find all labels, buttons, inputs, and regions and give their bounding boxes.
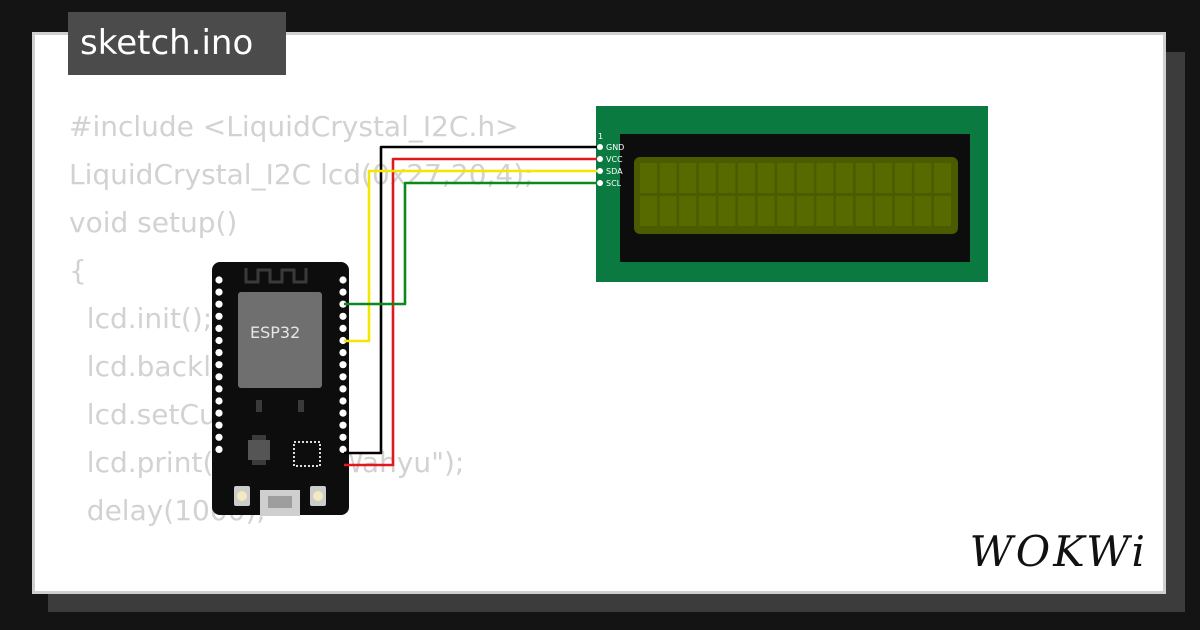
esp32-header-pin[interactable] bbox=[339, 409, 347, 417]
lcd-character-cell bbox=[836, 196, 853, 226]
lcd-character-cell bbox=[640, 196, 657, 226]
esp32-header-pin[interactable] bbox=[215, 349, 223, 357]
esp32-header-pin[interactable] bbox=[339, 300, 347, 308]
lcd-character-cell bbox=[777, 163, 795, 193]
esp32-header-pin[interactable] bbox=[339, 349, 347, 357]
lcd-character-cell bbox=[757, 163, 775, 193]
lcd-character-cell bbox=[816, 196, 834, 226]
lcd-character-cell bbox=[816, 163, 834, 193]
esp32-header-pin[interactable] bbox=[339, 276, 347, 284]
esp32-header-pin[interactable] bbox=[339, 361, 347, 369]
esp32-header-pin[interactable] bbox=[215, 300, 223, 308]
pin-label: SCL bbox=[606, 179, 622, 188]
lcd-character-cell bbox=[640, 163, 657, 193]
esp32-header-pin[interactable] bbox=[215, 288, 223, 296]
lcd-character-cell bbox=[679, 196, 697, 226]
esp32-header-pin[interactable] bbox=[215, 433, 223, 441]
lcd-character-cell bbox=[698, 163, 716, 193]
pin-index-label: 1 bbox=[598, 132, 603, 141]
wire-gnd bbox=[344, 145, 597, 455]
lcd-character-cell bbox=[659, 196, 677, 226]
esp32-header-pin[interactable] bbox=[215, 336, 223, 345]
esp32-header-pin[interactable] bbox=[339, 445, 347, 453]
esp32-header-pin[interactable] bbox=[215, 397, 223, 405]
esp32-header-pin[interactable] bbox=[215, 373, 223, 381]
lcd-character-cell bbox=[894, 196, 912, 226]
lcd-character-cell bbox=[777, 196, 795, 226]
esp32-module bbox=[238, 292, 322, 388]
lcd-character-cell bbox=[738, 163, 755, 193]
lcd-character-cell bbox=[914, 196, 932, 226]
lcd-character-cell bbox=[934, 163, 951, 193]
chip-label: ESP32 bbox=[250, 323, 300, 342]
esp32-header-pin[interactable] bbox=[339, 385, 347, 393]
pin-label: GND bbox=[606, 143, 624, 152]
lcd-pin-sda[interactable]: SDA bbox=[597, 167, 623, 176]
esp32-header-pin[interactable] bbox=[215, 385, 223, 393]
lcd-pin-scl[interactable]: SCL bbox=[597, 179, 622, 188]
lcd-character-cell bbox=[718, 196, 736, 226]
lcd-character-cell bbox=[757, 196, 775, 226]
lcd-character-grid bbox=[640, 163, 951, 226]
lcd-character-cell bbox=[738, 196, 755, 226]
esp32-header-pin[interactable] bbox=[339, 312, 347, 320]
esp32-header-pin[interactable] bbox=[215, 445, 223, 453]
lcd-pin-vcc[interactable]: VCC bbox=[597, 155, 623, 164]
lcd-character-cell bbox=[836, 163, 853, 193]
wires[interactable] bbox=[344, 145, 597, 467]
file-tab-label: sketch.ino bbox=[80, 23, 254, 63]
lcd-pin-gnd[interactable]: GND bbox=[597, 143, 624, 152]
lcd-character-cell bbox=[718, 163, 736, 193]
esp32-board[interactable]: ESP32 bbox=[212, 262, 349, 516]
lcd-character-cell bbox=[894, 163, 912, 193]
code-line: lcd.init(); bbox=[69, 302, 213, 335]
lcd-character-cell bbox=[875, 196, 893, 226]
code-line: LiquidCrystal_I2C lcd(0x27,20,4); bbox=[69, 158, 534, 191]
esp32-header-pin[interactable] bbox=[339, 288, 347, 296]
wokwi-logo: WOKWi bbox=[970, 528, 1148, 576]
logo-text: WOKWi bbox=[969, 527, 1148, 576]
code-line: void setup() bbox=[69, 206, 238, 239]
esp32-header-pin[interactable] bbox=[339, 397, 347, 405]
esp32-header-pin[interactable] bbox=[215, 421, 223, 429]
esp32-header-pin[interactable] bbox=[339, 324, 347, 332]
lcd-module[interactable]: 1 GND VCC SDA SCL bbox=[596, 106, 988, 282]
esp32-header-pin[interactable] bbox=[215, 324, 223, 332]
wire-vcc bbox=[344, 157, 597, 467]
esp32-header-pin[interactable] bbox=[339, 421, 347, 429]
lcd-character-cell bbox=[796, 163, 814, 193]
esp32-header-pin[interactable] bbox=[215, 361, 223, 369]
esp32-header-pin[interactable] bbox=[339, 373, 347, 381]
lcd-character-cell bbox=[659, 163, 677, 193]
lcd-character-cell bbox=[875, 163, 893, 193]
lcd-character-cell bbox=[914, 163, 932, 193]
wire-sda bbox=[344, 169, 597, 343]
esp32-header-pin[interactable] bbox=[339, 433, 347, 441]
lcd-character-cell bbox=[796, 196, 814, 226]
pin-label: VCC bbox=[606, 155, 623, 164]
esp32-header-pin[interactable] bbox=[215, 312, 223, 320]
code-line: #include <LiquidCrystal_I2C.h> bbox=[69, 110, 519, 143]
esp32-header-pin[interactable] bbox=[215, 276, 223, 284]
lcd-character-cell bbox=[698, 196, 716, 226]
wire-scl bbox=[344, 181, 597, 306]
lcd-character-cell bbox=[855, 196, 873, 226]
esp32-header-pin[interactable] bbox=[215, 409, 223, 417]
lcd-character-cell bbox=[855, 163, 873, 193]
lcd-character-cell bbox=[679, 163, 697, 193]
pin-label: SDA bbox=[606, 167, 623, 176]
lcd-character-cell bbox=[934, 196, 951, 226]
file-tab[interactable]: sketch.ino bbox=[68, 12, 286, 75]
code-line: { bbox=[69, 254, 87, 287]
